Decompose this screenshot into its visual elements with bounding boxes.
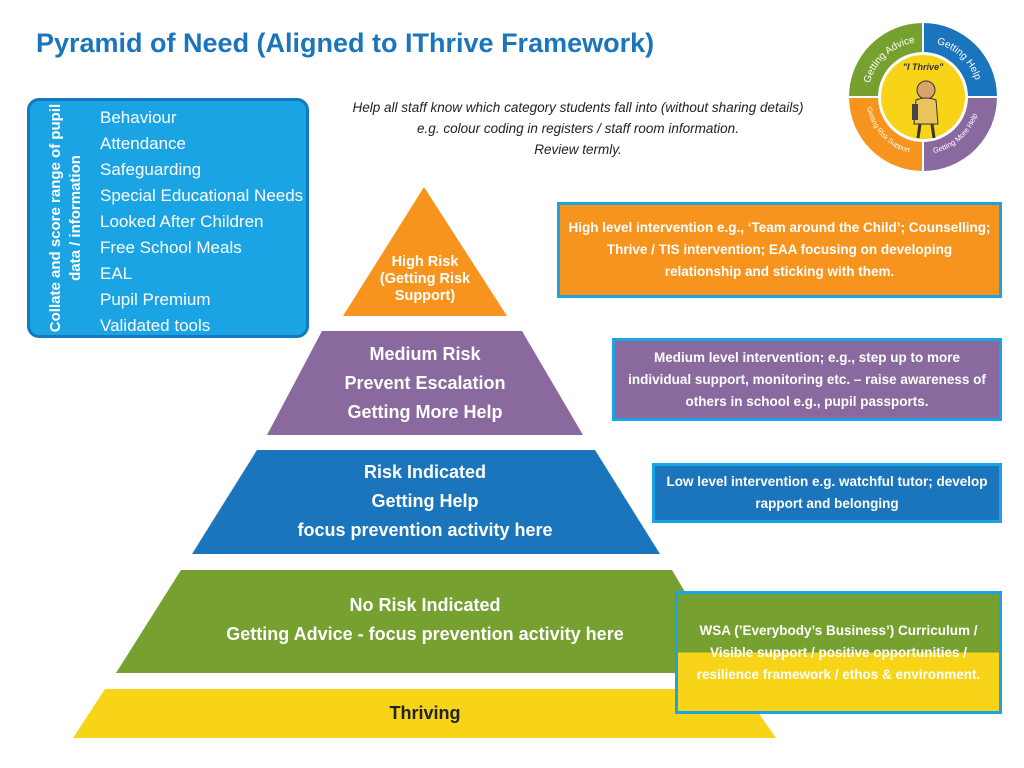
figure-icon [912,80,939,139]
intervention-high-box: High level intervention e.g., ‘Team arou… [557,202,1002,298]
help-note-line-2: e.g. colour coding in registers / staff … [417,121,739,136]
intervention-wsa-box: WSA (’Everybody’s Business’) Curriculum … [675,591,1002,714]
intervention-low-text: Low level intervention e.g. watchful tut… [666,474,988,511]
intervention-wsa-text: WSA (’Everybody’s Business’) Curriculum … [696,622,981,682]
tier-medium-risk-label: Medium Risk Prevent Escalation Getting M… [270,340,580,427]
list-item: Free School Meals [100,238,242,257]
tier-high-risk-label: High Risk (Getting Risk Support) [345,254,505,305]
help-note-line-1: Help all staff know which category stude… [352,100,804,115]
tier-risk-indicated-label: Risk Indicated Getting Help focus preven… [225,458,625,545]
intervention-low-box: Low level intervention e.g. watchful tut… [652,463,1002,523]
intervention-high-text: High level intervention e.g., ‘Team arou… [568,220,991,279]
tier-high-risk-line-3: Support) [394,288,456,304]
logo-center-text: "I Thrive" [903,62,944,72]
tier-medium-risk-shape [267,331,583,435]
tier-risk-indicated-line-3: focus prevention activity here [297,520,553,540]
tier-thriving-label: Thriving [389,703,461,723]
tier-risk-indicated-line-1: Risk Indicated [363,462,487,482]
list-item: EAL [100,264,133,283]
tier-high-risk-shape [343,187,507,316]
pupil-data-list: Behaviour Attendance Safeguarding Specia… [100,105,303,339]
tier-medium-risk-line-2: Prevent Escalation [344,373,506,393]
tier-no-risk-line-2: Getting Advice - focus prevention activi… [226,624,624,644]
help-note: Help all staff know which category stude… [318,97,838,160]
tier-thriving-shape [73,689,776,738]
tier-no-risk-line-1: No Risk Indicated [349,595,501,615]
help-note-line-3: Review termly. [534,142,622,157]
tier-medium-risk-line-3: Getting More Help [347,402,503,422]
tier-no-risk-label: No Risk Indicated Getting Advice - focus… [160,591,690,649]
pupil-data-panel: Collate and score range of pupil data / … [27,98,309,338]
list-item: Looked After Children [100,212,264,231]
tier-high-risk-line-1: High Risk [391,254,459,270]
list-item: Pupil Premium [100,290,211,309]
tier-no-risk-shape [116,570,733,673]
list-item: Safeguarding [100,160,202,179]
ithrive-logo: "I Thrive" Getting Advice Getting Help G… [847,21,999,173]
tier-risk-indicated-shape [192,450,660,554]
tier-risk-indicated-line-2: Getting Help [371,491,479,511]
list-item: Special Educational Needs [100,186,304,205]
page-title: Pyramid of Need (Aligned to IThrive Fram… [36,28,655,58]
tier-high-risk-line-2: (Getting Risk [379,271,471,287]
list-item: Validated tools [100,316,211,335]
intervention-medium-box: Medium level intervention; e.g., step up… [612,338,1002,421]
intervention-medium-text: Medium level intervention; e.g., step up… [628,349,986,409]
tier-medium-risk-line-1: Medium Risk [369,344,481,364]
list-item: Behaviour [100,108,177,127]
list-item: Attendance [100,134,187,153]
